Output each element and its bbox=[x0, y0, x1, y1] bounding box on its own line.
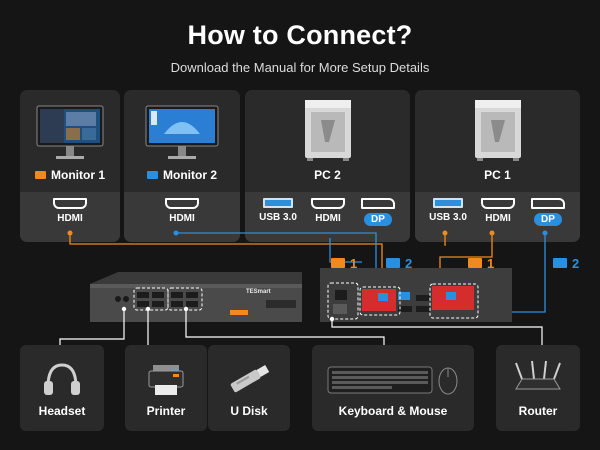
hdmi-port-icon bbox=[165, 198, 199, 209]
router-label: Router bbox=[518, 404, 558, 418]
peripheral-cable bbox=[59, 309, 125, 345]
dp-port-icon bbox=[531, 198, 565, 209]
monitor-1-hdmi-port: HDMI bbox=[20, 198, 120, 224]
router-card: Router bbox=[496, 345, 580, 431]
peripheral-cable bbox=[331, 319, 543, 345]
keyboard-mouse-label: Keyboard & Mouse bbox=[338, 404, 448, 418]
blue-marker-icon bbox=[147, 171, 158, 179]
headset-card: Headset bbox=[20, 345, 104, 431]
port-panel bbox=[124, 192, 240, 242]
pc-2-hdmi-port: HDMI bbox=[305, 198, 351, 224]
port-marker: 1 bbox=[331, 256, 357, 271]
monitor-1-label: Monitor 1 bbox=[20, 168, 120, 182]
pc-2-card: PC 2 USB 3.0 HDMI DP bbox=[245, 90, 410, 242]
printer-icon bbox=[148, 365, 184, 395]
pc-1-dp-port: DP bbox=[523, 198, 573, 226]
orange-marker-icon bbox=[35, 171, 46, 179]
pc-1-usb-port: USB 3.0 bbox=[421, 198, 475, 223]
hdmi-port-icon bbox=[481, 198, 515, 209]
printer-label: Printer bbox=[146, 404, 186, 418]
router-icon bbox=[515, 360, 561, 390]
usb-port-icon bbox=[433, 198, 463, 208]
page-title: How to Connect? bbox=[187, 20, 413, 50]
u-disk-card: U Disk bbox=[208, 345, 290, 431]
monitor-marker-icon bbox=[386, 258, 400, 268]
usb-port-icon bbox=[263, 198, 293, 208]
kvm-switch-front bbox=[90, 272, 302, 322]
switch-brand: TESmart bbox=[246, 289, 271, 295]
monitor-2-label: Monitor 2 bbox=[124, 168, 240, 182]
orange-cable bbox=[444, 233, 446, 246]
monitor-icon bbox=[145, 105, 219, 159]
pc-2-usb-port: USB 3.0 bbox=[251, 198, 305, 223]
port-marker: 2 bbox=[386, 256, 412, 271]
pc-1-hdmi-port: HDMI bbox=[475, 198, 521, 224]
pc-2-dp-port: DP bbox=[353, 198, 403, 226]
dp-port-icon bbox=[361, 198, 395, 209]
u-disk-label: U Disk bbox=[230, 404, 268, 418]
monitor-marker-icon bbox=[468, 258, 482, 268]
hdmi-port-icon bbox=[53, 198, 87, 209]
monitor-marker-icon bbox=[331, 258, 345, 268]
monitor-marker-icon bbox=[553, 258, 567, 268]
peripheral-cable bbox=[185, 309, 385, 345]
pc-tower-icon bbox=[305, 100, 351, 161]
pc-1-card: PC 1 USB 3.0 HDMI DP bbox=[415, 90, 580, 242]
usb-drive-icon bbox=[230, 365, 270, 393]
monitor-2-hdmi-port: HDMI bbox=[124, 198, 240, 224]
pc-2-label: PC 2 bbox=[314, 168, 341, 182]
pc-1-label: PC 1 bbox=[484, 168, 511, 182]
blue-cable bbox=[329, 238, 362, 263]
headset-icon bbox=[44, 363, 80, 395]
kvm-switch-back bbox=[320, 268, 512, 322]
port-marker: 2 bbox=[553, 256, 579, 271]
page-subtitle: Download the Manual for More Setup Detai… bbox=[170, 60, 430, 75]
pc-tower-icon bbox=[475, 100, 521, 161]
port-marker: 1 bbox=[468, 256, 494, 271]
monitor-2-card: Monitor 2 HDMI bbox=[124, 90, 240, 242]
monitor-icon bbox=[36, 105, 104, 159]
printer-card: Printer bbox=[125, 345, 207, 431]
headset-label: Headset bbox=[38, 404, 86, 418]
keyboard-mouse-icon bbox=[327, 366, 458, 395]
keyboard-mouse-card: Keyboard & Mouse bbox=[312, 345, 474, 431]
hdmi-port-icon bbox=[311, 198, 345, 209]
